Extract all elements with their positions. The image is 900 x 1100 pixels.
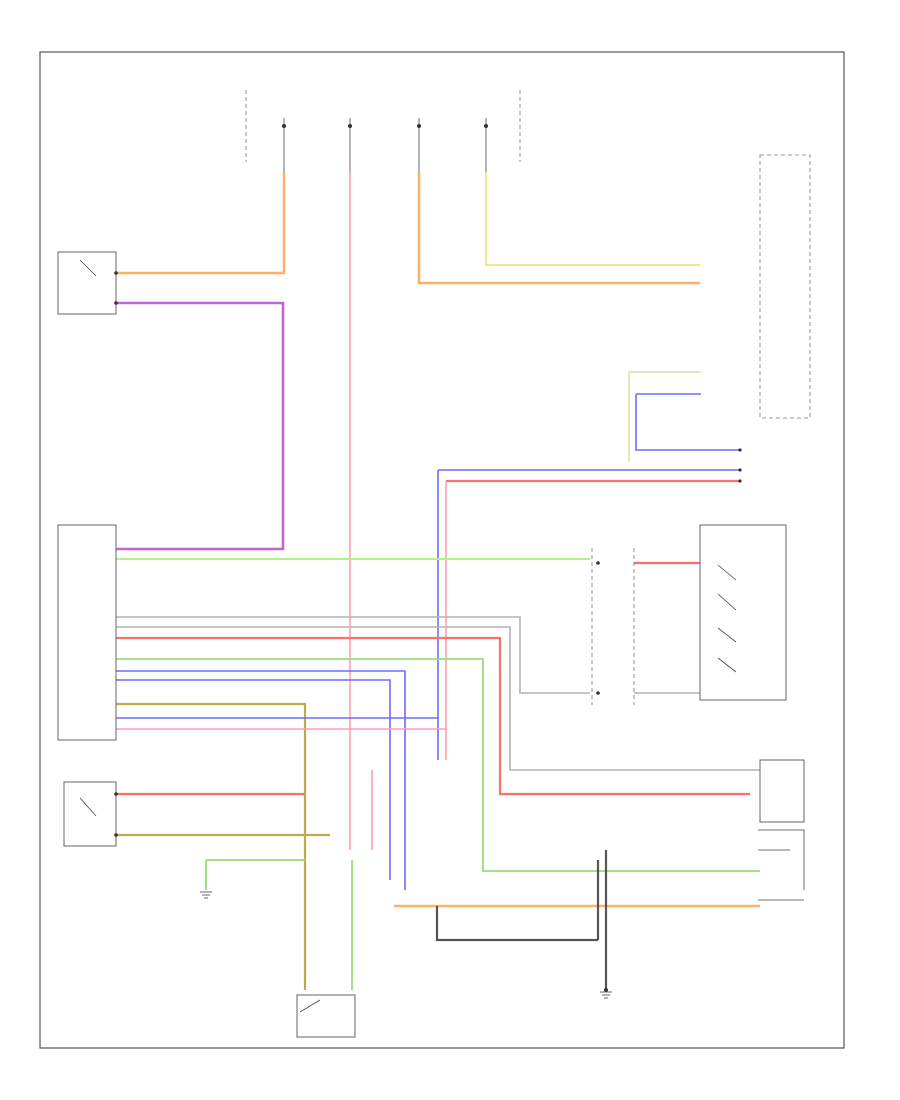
component-outlines bbox=[57, 154, 811, 1038]
speed-sensor bbox=[296, 994, 356, 1038]
clutch-switch bbox=[63, 781, 117, 847]
ecu-module bbox=[57, 524, 117, 741]
yellow-wire-control-unit bbox=[485, 172, 700, 266]
control-unit-outline bbox=[759, 154, 811, 419]
purple-wire-module bbox=[116, 301, 285, 551]
orange-wire-control-unit bbox=[417, 172, 700, 285]
fuse-block bbox=[245, 90, 521, 172]
brake-switch-right bbox=[759, 759, 805, 823]
diagnostic-connector bbox=[57, 251, 117, 315]
ground-symbols bbox=[200, 891, 612, 999]
wires bbox=[116, 172, 760, 990]
diagram-frame bbox=[39, 51, 845, 1049]
switch-symbols bbox=[79, 259, 742, 1013]
orange-wire-switch bbox=[116, 172, 286, 275]
cruise-control-switch bbox=[699, 524, 787, 701]
